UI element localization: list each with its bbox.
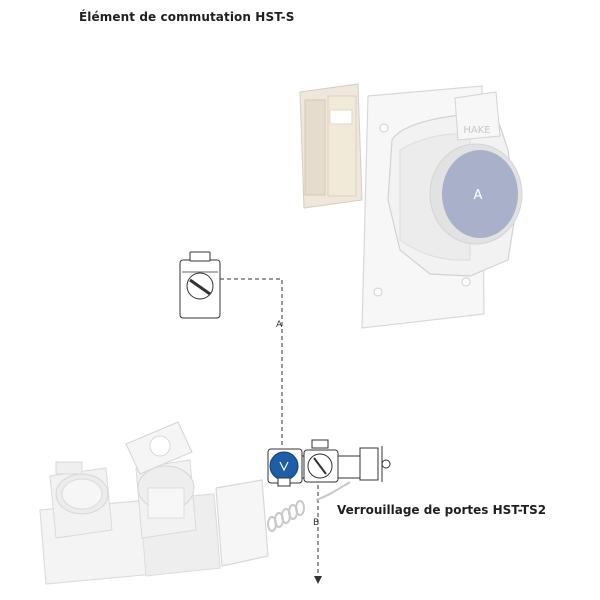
interlock-knob xyxy=(269,451,299,481)
line-a xyxy=(220,278,283,445)
door-interlock-label: Verrouillage de portes HST-TS2 xyxy=(337,503,547,517)
hst-s-device: HAKE A xyxy=(299,83,523,329)
line-a-label: A xyxy=(276,320,283,330)
switch-disc-label: A xyxy=(474,188,483,203)
brand-logo: HAKE xyxy=(463,125,490,136)
diagram-title: Élément de commutation HST-S xyxy=(79,10,295,24)
hst-ts2-device xyxy=(39,421,269,585)
switch-symbol-icon xyxy=(179,251,221,319)
interlock-icon xyxy=(267,439,391,487)
arrow-down-icon xyxy=(314,576,322,584)
connection-lines xyxy=(220,278,322,584)
line-b-label: B xyxy=(313,518,320,528)
cable-spring xyxy=(267,481,351,532)
switch-disc xyxy=(442,150,518,238)
